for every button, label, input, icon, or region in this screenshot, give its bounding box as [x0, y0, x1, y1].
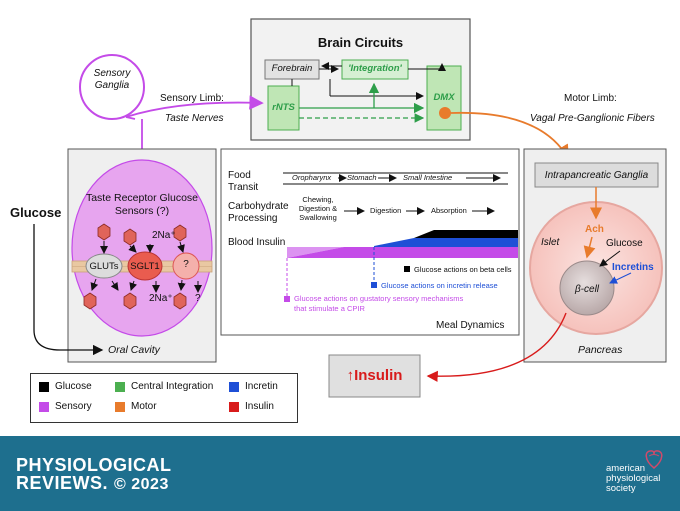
- stomach-label: Stomach: [347, 173, 377, 182]
- pancreas-glucose-label: Glucose: [606, 238, 643, 249]
- islet-label: Islet: [541, 237, 560, 248]
- carb-processing-label: Carbohydrate Processing: [228, 201, 289, 224]
- food-transit-label: Food Transit: [228, 170, 259, 193]
- meal-dynamics-title: Meal Dynamics: [436, 320, 505, 331]
- footer-band: [0, 436, 680, 511]
- q-bottom-label: ?: [195, 293, 201, 304]
- beta-cell-label: β-cell: [574, 284, 600, 295]
- sensory-limb-sub: Taste Nerves: [165, 113, 224, 124]
- na-bottom-label: 2Na⁺: [149, 293, 173, 304]
- sensory-actions-label-2: that stimulate a CPIR: [294, 304, 365, 313]
- oropharynx-label: Oropharynx: [292, 173, 332, 182]
- motor-limb-title: Motor Limb:: [564, 93, 617, 104]
- insulin-output-box: [328, 354, 421, 398]
- taste-receptor-title: Taste Receptor Glucose Sensors (?): [85, 192, 199, 217]
- glucose-hexagons: [83, 223, 187, 310]
- sensory-ganglia-label: Sensory Ganglia: [93, 68, 131, 91]
- dmx-label: DMX: [433, 92, 455, 103]
- insulin-incretin-band: [374, 238, 518, 247]
- legend-item-incretin: Incretin: [229, 381, 278, 392]
- legend-item-sensory: Sensory: [39, 401, 92, 412]
- small-intestine-label: Small Intestine: [403, 173, 453, 182]
- legend-item-motor: Motor: [115, 401, 157, 412]
- gluts-transporter: [85, 253, 123, 279]
- sensory-limb-title: Sensory Limb:: [160, 93, 224, 104]
- integration-label: 'Integration': [348, 63, 402, 74]
- absorption-label: Absorption: [431, 206, 467, 215]
- insulin-beta-band: [414, 230, 518, 238]
- sensory-actions-label-1: Glucose actions on gustatory sensory mec…: [294, 294, 464, 303]
- sensory-ganglia-circle: [79, 54, 145, 120]
- diagram-canvas: [33, 18, 667, 398]
- aps-logo-icon: [645, 450, 663, 469]
- sglt1-label: SGLT1: [130, 261, 160, 272]
- dmx-box: [426, 65, 462, 131]
- incretins-label: Incretins: [612, 262, 654, 273]
- oral-cavity-title: Oral Cavity: [108, 344, 160, 356]
- incretin-actions-label: Glucose actions on incretin release: [381, 281, 498, 290]
- digestion-label: Digestion: [370, 206, 402, 215]
- blood-insulin-label: Blood Insulin: [228, 237, 286, 248]
- unknown-transporter: [172, 252, 200, 280]
- motor-limb-sub: Vagal Pre-Ganglionic Fibers: [530, 113, 655, 124]
- ach-label: Ach: [585, 224, 604, 235]
- intrapancreatic-ganglia-label: Intrapancreatic Ganglia: [544, 170, 649, 181]
- legend-item-central-integration: Central Integration: [115, 381, 213, 392]
- brain-circuits-title: Brain Circuits: [317, 35, 404, 50]
- beta-cell: [559, 260, 615, 316]
- legend: Glucose Central Integration Incretin Sen…: [30, 373, 298, 423]
- taste-receptor-cell: [71, 159, 213, 337]
- gluts-label: GLUTs: [89, 261, 119, 272]
- insulin-sensory-band: [287, 247, 518, 258]
- glucose-input-label: Glucose: [10, 205, 62, 220]
- journal-name: PHYSIOLOGICAL REVIEWS.© 2023: [16, 455, 172, 493]
- chewing-label: Chewing, Digestion & Swallowing: [298, 195, 338, 222]
- pancreas-title: Pancreas: [578, 344, 623, 356]
- beta-actions-label: Glucose actions on beta cells: [414, 265, 512, 274]
- unknown-transporter-label: ?: [183, 259, 189, 270]
- dmx-motor-dot: [439, 107, 451, 119]
- forebrain-label: Forebrain: [271, 63, 313, 74]
- aps-wordmark: american physiological society: [606, 463, 661, 494]
- rnts-label: rNTS: [272, 102, 295, 113]
- sglt1-transporter: [127, 251, 163, 281]
- na-top-label: 2Na⁺: [152, 230, 176, 241]
- legend-item-glucose: Glucose: [39, 381, 92, 392]
- legend-item-insulin: Insulin: [229, 401, 274, 412]
- insulin-output-label: ↑Insulin: [346, 367, 403, 384]
